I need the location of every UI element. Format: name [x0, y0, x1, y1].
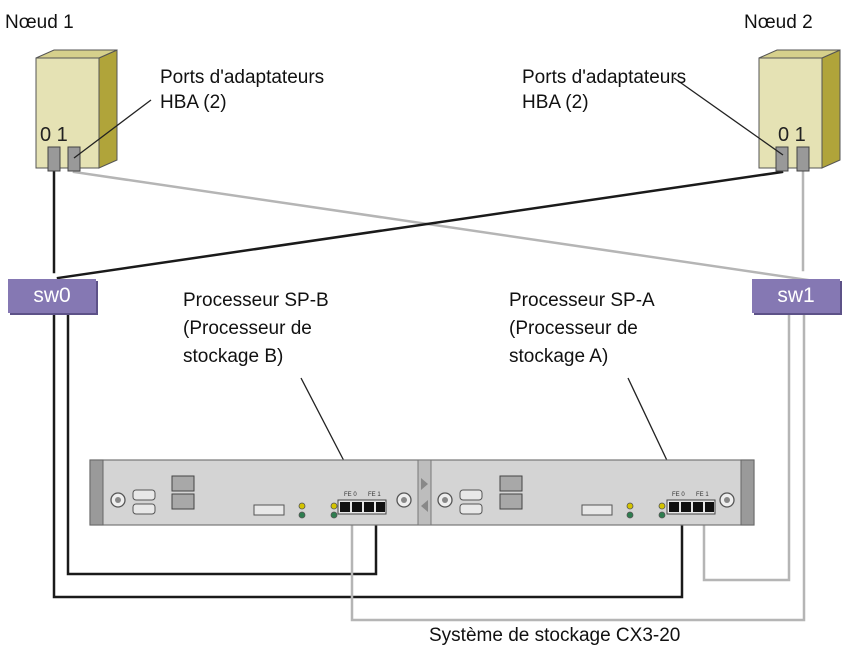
- node1-port-0: [47, 146, 61, 172]
- node2-port-numbers: 0 1: [778, 124, 806, 146]
- spb-port-label-fe1: FE 1: [368, 492, 381, 498]
- leader-node1-ports: [73, 99, 152, 159]
- node2-port-1: [796, 146, 810, 172]
- processor-spa-line1: Processeur SP-A: [509, 290, 655, 311]
- storage-processor-b: FE 0 FE 1: [110, 475, 412, 519]
- node1-ports-label-line2: HBA (2): [160, 92, 227, 113]
- storage-system-label: Système de stockage CX3-20: [429, 625, 681, 646]
- processor-spa-label: Processeur SP-A (Processeur de stockage …: [509, 287, 655, 371]
- processor-spb-label: Processeur SP-B (Processeur de stockage …: [183, 287, 329, 371]
- node2-ports-label: Ports d'adaptateurs HBA (2): [522, 65, 686, 115]
- storage-processor-a: FE 0 FE 1: [437, 475, 735, 519]
- node2-ports-label-line1: Ports d'adaptateurs: [522, 67, 687, 88]
- cable-node2-port0-sw0: [56, 170, 784, 280]
- server-node2: 0 1: [758, 49, 841, 172]
- spa-port-label-fe1: FE 1: [696, 492, 709, 498]
- cable-sw1-spa: [702, 310, 791, 582]
- cable-sw0-spb: [66, 310, 378, 576]
- spa-port-label-fe0: FE 0: [672, 492, 685, 498]
- node1-ports-label: Ports d'adaptateurs HBA (2): [160, 65, 324, 115]
- storage-chassis: FE 0 FE 1: [89, 459, 755, 526]
- leader-node2-ports: [673, 77, 784, 156]
- switch-sw1: sw1: [752, 279, 840, 313]
- node1-port-1: [67, 146, 81, 172]
- node2-ports-label-line2: HBA (2): [522, 92, 589, 113]
- spb-port-label-fe0: FE 0: [344, 492, 357, 498]
- switch-sw1-label: sw1: [777, 284, 815, 307]
- server-node1: 0 1: [35, 49, 118, 172]
- switch-sw0: sw0: [8, 279, 96, 313]
- processor-spb-line2: (Processeur de: [183, 318, 312, 339]
- processor-spa-line3: stockage A): [509, 346, 609, 367]
- processor-spa-line2: (Processeur de: [509, 318, 638, 339]
- cables: [52, 158, 810, 622]
- cable-sw0-spa: [52, 310, 684, 599]
- node1-ports-label-line1: Ports d'adaptateurs: [160, 67, 325, 88]
- node2-title: Nœud 2: [744, 12, 813, 33]
- processor-spb-line1: Processeur SP-B: [183, 290, 329, 311]
- node2-port-0: [775, 146, 789, 172]
- switch-sw0-label: sw0: [33, 284, 71, 307]
- cable-sw1-spb: [350, 310, 806, 622]
- cable-node1-port1-sw1: [72, 170, 810, 282]
- processor-spb-line3: stockage B): [183, 346, 284, 367]
- node1-port-numbers: 0 1: [40, 124, 68, 146]
- node1-title: Nœud 1: [5, 12, 74, 33]
